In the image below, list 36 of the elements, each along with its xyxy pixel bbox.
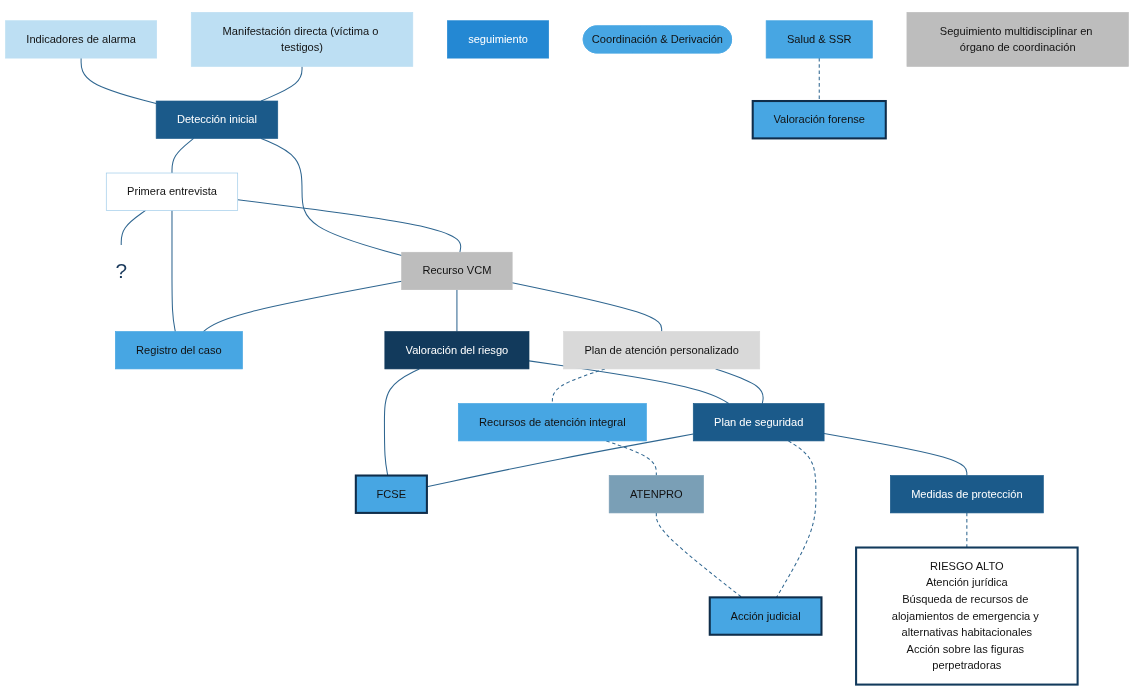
connector <box>171 209 176 333</box>
node-box: Salud & SSR <box>765 20 873 59</box>
connector <box>823 433 968 477</box>
connector <box>456 289 458 333</box>
connector <box>260 65 303 102</box>
connector <box>655 512 743 598</box>
node-box: Plan de atención personalizado <box>563 331 761 370</box>
node-box: Indicadores de alarma <box>5 20 157 59</box>
node-box: Recurso VCM <box>401 251 513 290</box>
node-box: Seguimiento multidisciplinar en órgano de coordinación <box>906 12 1129 67</box>
node-box: Manifestación directa (víctima o testigos) <box>190 12 414 67</box>
connector <box>120 209 147 246</box>
node-box: seguimiento <box>447 20 549 59</box>
connector <box>426 433 694 488</box>
connector <box>171 137 195 174</box>
connector <box>528 360 730 405</box>
node-box: Plan de seguridad <box>692 403 825 442</box>
node-box: Valoración del riesgo <box>384 331 530 370</box>
connector <box>715 368 764 405</box>
connector <box>511 282 663 333</box>
node-box: FCSE <box>354 474 428 514</box>
node-box: Detección inicial <box>155 100 279 139</box>
node-box: ATENPRO <box>608 475 704 514</box>
node-box: Registro del caso <box>115 331 243 370</box>
connector <box>202 280 403 333</box>
node-box: Acción judicial <box>708 596 823 636</box>
connector <box>80 57 157 105</box>
connector <box>260 137 403 257</box>
node-text: ? <box>115 259 127 283</box>
node-box: Recursos de atención integral <box>458 403 647 442</box>
connector <box>237 199 462 253</box>
connector <box>818 57 820 102</box>
node-box: Primera entrevista <box>105 172 239 211</box>
node-box: RIESGO ALTO Atención jurídica Búsqueda de recursos de alojamientos de emergencia y alternativas habitacionales Acción sobre las figuras perpetradoras <box>855 546 1079 686</box>
node-box: Medidas de protección <box>890 475 1044 514</box>
node-box: Valoración forense <box>751 99 887 140</box>
